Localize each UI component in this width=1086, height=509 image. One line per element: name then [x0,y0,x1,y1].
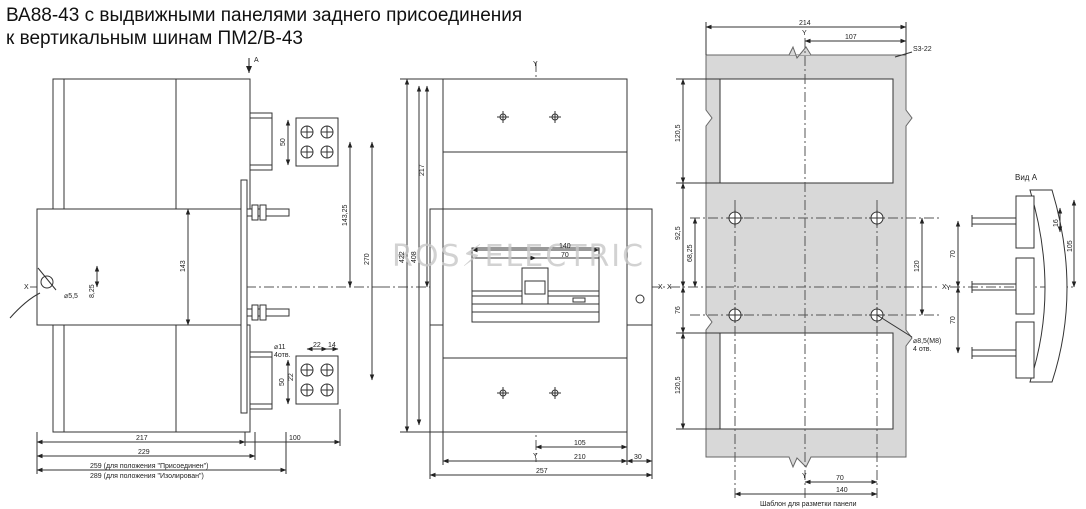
template-view [670,22,940,500]
side-mounting-hole [40,275,54,289]
template-dim-140: 140 [836,487,848,494]
front-dim-257: 257 [536,468,548,475]
side-dim-14: 14 [328,342,336,349]
template-dim-214: 214 [799,20,811,27]
template-axis-y-bottom: Y [802,473,807,480]
template-axis-x-left: X [667,284,672,291]
side-bottom-stud [246,308,290,317]
view-a [950,189,1077,383]
side-dim-143-25: 143,25 [342,204,349,226]
view-a-block-mid [1015,257,1035,315]
side-dim-100: 100 [289,435,301,442]
front-axis-y-top: Y [533,61,538,68]
side-view-labels: A X 50 143,25 270 143 ⌀5,5 8,25 ⌀11 4отв… [24,57,371,480]
title-line-2: к вертикальным шинам ПМ2/В-43 [6,28,303,49]
side-dim-143: 143 [180,260,187,272]
side-top-stud [246,208,290,217]
view-a-dim-16: 16 [1053,219,1060,227]
template-mounting-holes [727,210,885,323]
side-top-terminal [249,112,273,171]
view-a-plate [1029,189,1068,383]
side-lower-block [52,324,251,433]
side-mounting-plate [240,179,248,414]
view-a-dim-70a: 70 [950,250,957,258]
template-dim-107: 107 [845,34,857,41]
side-arrow-label: A [254,57,259,64]
side-upper-block [52,78,251,210]
template-dim-70: 70 [836,475,844,482]
template-axis-y-top: Y [802,30,807,37]
template-caption: Шаблон для разметки панели [760,500,857,508]
side-dim-270: 270 [364,253,371,265]
front-crosshair-marks [497,111,561,399]
side-dim-22b: 22 [288,373,295,381]
view-a-labels: Вид А Y 70 70 16 105 [946,173,1074,324]
template-dim-m8: ⌀8,5(M8) [913,338,941,345]
template-dim-68-25: 68,25 [687,244,694,262]
view-a-label: Вид А [1015,173,1038,182]
side-dim-8-25: 8,25 [89,284,96,298]
template-dim-holes: 4 отв. [913,346,932,353]
side-top-busbar [295,117,339,167]
front-dim-105: 105 [574,440,586,447]
side-dim-hole: ⌀5,5 [64,293,78,300]
side-bottom-busbar [295,355,339,405]
template-lower-cutout [719,332,894,430]
front-view [380,62,668,479]
side-dim-289: 289 (для положения "Изолирован") [90,473,204,480]
front-axis-y-bottom: Y [533,453,538,460]
template-panel-label: S3-22 [913,46,932,53]
side-dim-259: 259 (для положения "Присоединен") [90,463,208,470]
view-a-axis-y: Y [946,285,951,292]
template-dim-120-5-top: 120,5 [675,124,682,142]
front-left-rail [429,208,444,326]
watermark: ROS⚡ELECTRIC [392,239,645,274]
front-dim-70: 70 [561,252,569,259]
front-axis-x: X [658,284,663,291]
template-view-labels: Y Y X X 214 107 S3-22 120,5 92,5 68,25 7… [667,20,947,508]
side-dim-50-top: 50 [280,138,287,146]
front-view-labels: ROS⚡ELECTRIC Y Y X 422 408 217 140 70 10… [392,61,663,475]
side-middle-body [36,208,246,326]
drawing-title: ВА88-43 с выдвижными панелями заднего пр… [6,4,522,50]
front-dim-422: 422 [399,251,406,263]
front-dim-408: 408 [411,251,418,263]
view-a-dim-105: 105 [1067,240,1074,252]
side-view [9,58,380,474]
side-bottom-terminal [249,351,273,410]
front-dim-217: 217 [419,164,426,176]
front-dim-140: 140 [559,243,571,250]
side-dim-217: 217 [136,435,148,442]
front-dim-210: 210 [574,454,586,461]
title-line-1: ВА88-43 с выдвижными панелями заднего пр… [6,5,523,26]
view-a-block-top [1015,195,1035,249]
side-dim-50-bot: 50 [279,378,286,386]
side-dim-11: ⌀11 [274,344,286,351]
template-dim-76: 76 [675,306,682,314]
template-dim-120-5-bottom: 120,5 [675,376,682,394]
side-dim-22a: 22 [313,342,321,349]
template-upper-cutout [719,78,894,184]
front-right-rail [626,208,653,326]
side-dim-holes: 4отв. [274,352,291,359]
view-a-dim-70b: 70 [950,316,957,324]
view-a-block-bot [1015,321,1035,379]
template-dim-120: 120 [914,260,921,272]
side-axis-x: X [24,284,29,291]
template-axis-x-right: X [942,284,947,291]
side-dim-229: 229 [138,449,150,456]
template-dim-92-5: 92,5 [675,226,682,240]
front-dim-30: 30 [634,454,642,461]
